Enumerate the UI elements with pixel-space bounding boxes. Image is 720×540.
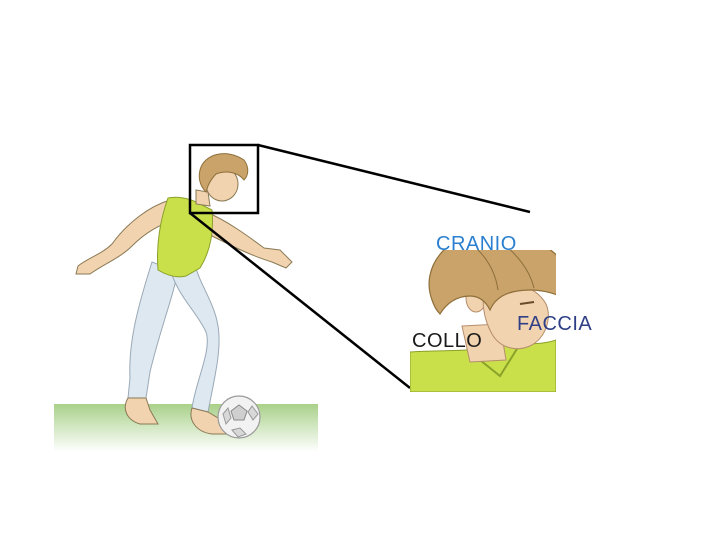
head-closeup: [410, 250, 556, 392]
grass-ground: [54, 404, 318, 452]
label-cranio: CRANIO: [436, 233, 517, 255]
label-faccia: FACCIA: [517, 313, 593, 335]
player-neck: [195, 189, 211, 207]
player-hair: [198, 153, 249, 193]
zoom-connector-top: [257, 143, 531, 214]
player-back-foot: [124, 397, 159, 425]
player-shirt: [157, 196, 213, 278]
player-left-arm: [75, 199, 177, 275]
player-back-leg: [127, 261, 179, 405]
soccer-player-figure: [75, 153, 293, 435]
zoom-selection-box: [188, 143, 260, 215]
zoom-connector-bottom: [189, 212, 411, 389]
label-collo: COLLO: [412, 330, 483, 352]
player-front-leg: [167, 257, 220, 413]
soccer-ball-icon: [217, 395, 261, 439]
